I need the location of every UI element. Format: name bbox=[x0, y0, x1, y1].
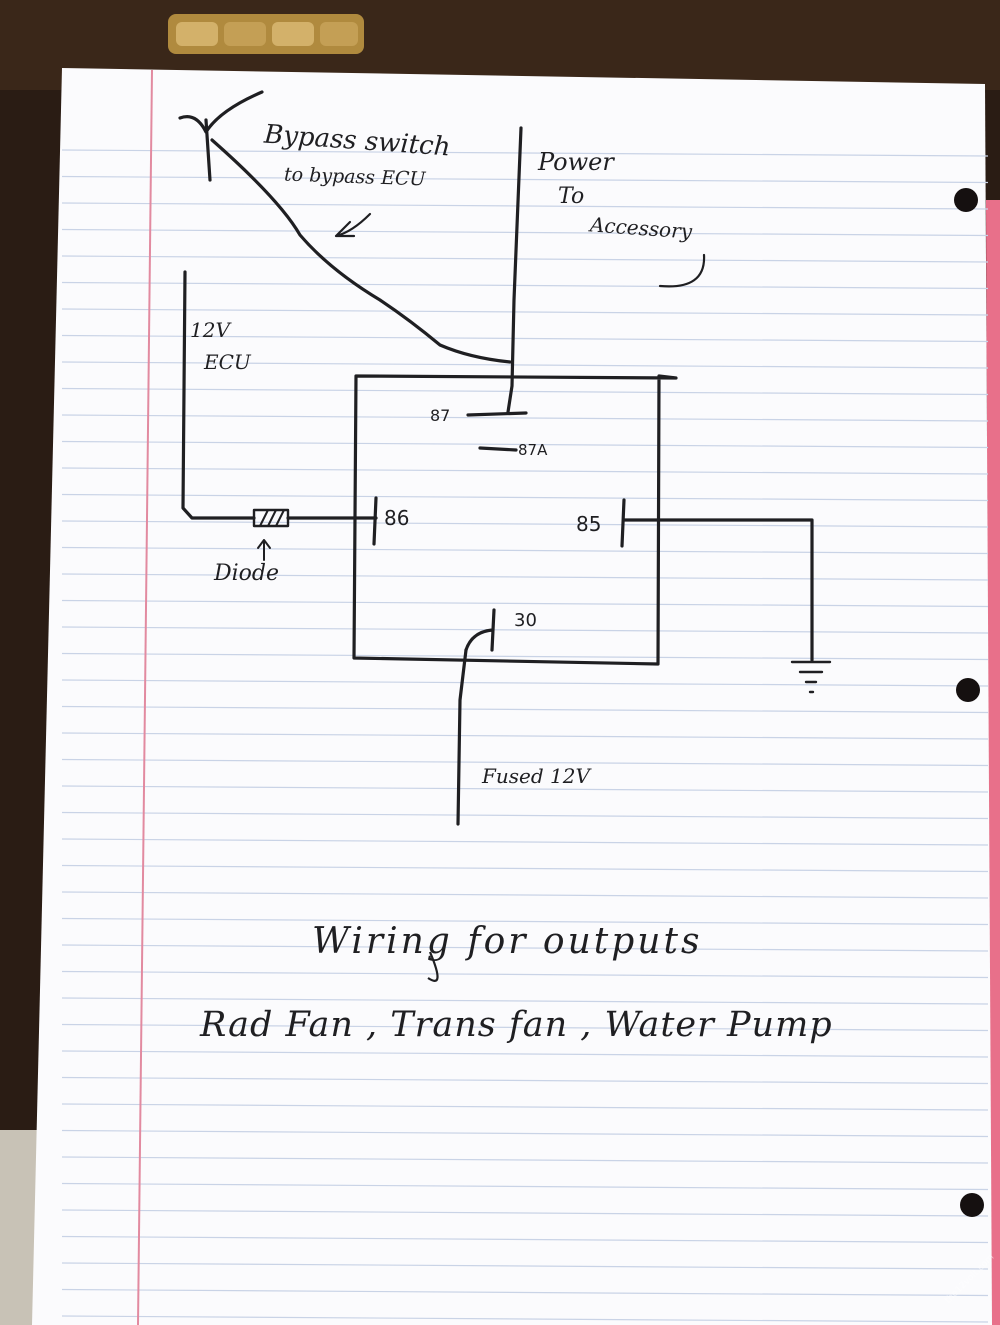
ruled-line bbox=[61, 997, 989, 1005]
binder-hinge bbox=[168, 14, 364, 54]
ruled-line bbox=[61, 467, 989, 475]
bypass-wire bbox=[210, 138, 512, 364]
ruled-line bbox=[61, 1050, 989, 1058]
pin-85-label: 85 bbox=[576, 512, 602, 536]
caption-wiring-tail bbox=[427, 951, 439, 982]
margin-line bbox=[137, 69, 153, 1325]
ruled-line bbox=[61, 573, 989, 581]
ecu-wire bbox=[181, 270, 378, 520]
ruled-line bbox=[61, 1023, 989, 1032]
bypass-label-line2: to bypass ECU bbox=[283, 163, 426, 191]
ecu-label-line1: 12V bbox=[190, 318, 230, 342]
pin-30-contact bbox=[464, 608, 496, 652]
ruled-line bbox=[61, 1235, 989, 1244]
ruled-lines bbox=[61, 149, 989, 1323]
binder-hole-top bbox=[954, 188, 978, 212]
ruled-line bbox=[61, 838, 989, 846]
ruled-line bbox=[61, 175, 989, 184]
power-label-line2: To bbox=[558, 184, 585, 209]
pin-87-label: 87 bbox=[430, 406, 451, 425]
ruled-line bbox=[61, 599, 989, 608]
ruled-line bbox=[61, 546, 989, 555]
ruled-line bbox=[61, 917, 989, 926]
caption-title: Wiring for outputs bbox=[312, 921, 703, 962]
ruled-line bbox=[61, 679, 989, 687]
diode-arrow bbox=[257, 539, 271, 561]
ruled-line bbox=[61, 493, 989, 502]
fused-12v-wire bbox=[456, 648, 468, 826]
diode-symbol bbox=[252, 508, 290, 528]
ruled-line bbox=[61, 308, 989, 316]
ground-symbol bbox=[790, 660, 832, 694]
pin-87-contact bbox=[466, 411, 528, 417]
ruled-line bbox=[61, 758, 989, 767]
ruled-line bbox=[61, 970, 989, 979]
ground-wire bbox=[622, 518, 814, 662]
bypass-switch-symbol bbox=[178, 90, 264, 182]
ruled-line bbox=[61, 785, 989, 793]
power-label-line1: Power bbox=[538, 148, 614, 176]
binder-hole-middle bbox=[956, 678, 980, 702]
ruled-line bbox=[61, 228, 989, 237]
ruled-line bbox=[61, 202, 989, 210]
ruled-line bbox=[61, 387, 989, 396]
fused-12v-label: Fused 12V bbox=[482, 764, 590, 788]
ruled-line bbox=[61, 255, 989, 263]
ruled-line bbox=[61, 1288, 989, 1297]
ruled-line bbox=[61, 414, 989, 422]
pin-30-label: 30 bbox=[514, 610, 537, 631]
pin-87a-contact bbox=[478, 446, 518, 452]
diode-label: Diode bbox=[214, 561, 280, 586]
ruled-line bbox=[61, 1156, 989, 1164]
ruled-line bbox=[61, 1103, 989, 1111]
ecu-label-line2: ECU bbox=[204, 350, 251, 374]
ruled-line bbox=[61, 149, 989, 157]
ruled-line bbox=[61, 652, 989, 661]
ruled-line bbox=[61, 705, 989, 714]
ruled-line bbox=[61, 811, 989, 820]
ruled-line bbox=[61, 440, 989, 449]
ruled-line bbox=[61, 864, 989, 873]
ruled-line bbox=[61, 520, 989, 528]
power-label-line3: Accessory bbox=[589, 212, 693, 244]
ruled-line bbox=[61, 732, 989, 740]
accessory-brace bbox=[658, 253, 706, 288]
pin-85-contact bbox=[620, 498, 626, 548]
pin-86-contact bbox=[372, 496, 378, 546]
ruled-line bbox=[61, 1076, 989, 1085]
ruled-line bbox=[61, 334, 989, 343]
ruled-line bbox=[61, 1182, 989, 1191]
ruled-line bbox=[61, 1315, 989, 1323]
ruled-line bbox=[61, 1209, 989, 1217]
ruled-line bbox=[61, 281, 989, 290]
ruled-line bbox=[61, 944, 989, 952]
ruled-line bbox=[61, 361, 989, 369]
power-accessory-wire bbox=[506, 126, 523, 414]
pin-86-label: 86 bbox=[384, 506, 410, 530]
ruled-line bbox=[61, 891, 989, 899]
ruled-line bbox=[61, 626, 989, 634]
bypass-arrow bbox=[334, 212, 372, 238]
ruled-line bbox=[61, 1129, 989, 1138]
ruled-line bbox=[61, 1262, 989, 1270]
diode-hatch bbox=[259, 509, 285, 527]
caption-outputs: Rad Fan , Trans fan , Water Pump bbox=[200, 1005, 833, 1045]
binder-hole-bottom bbox=[960, 1193, 984, 1217]
pin-87a-label: 87A bbox=[518, 441, 548, 459]
paper-sheet bbox=[32, 68, 992, 1325]
